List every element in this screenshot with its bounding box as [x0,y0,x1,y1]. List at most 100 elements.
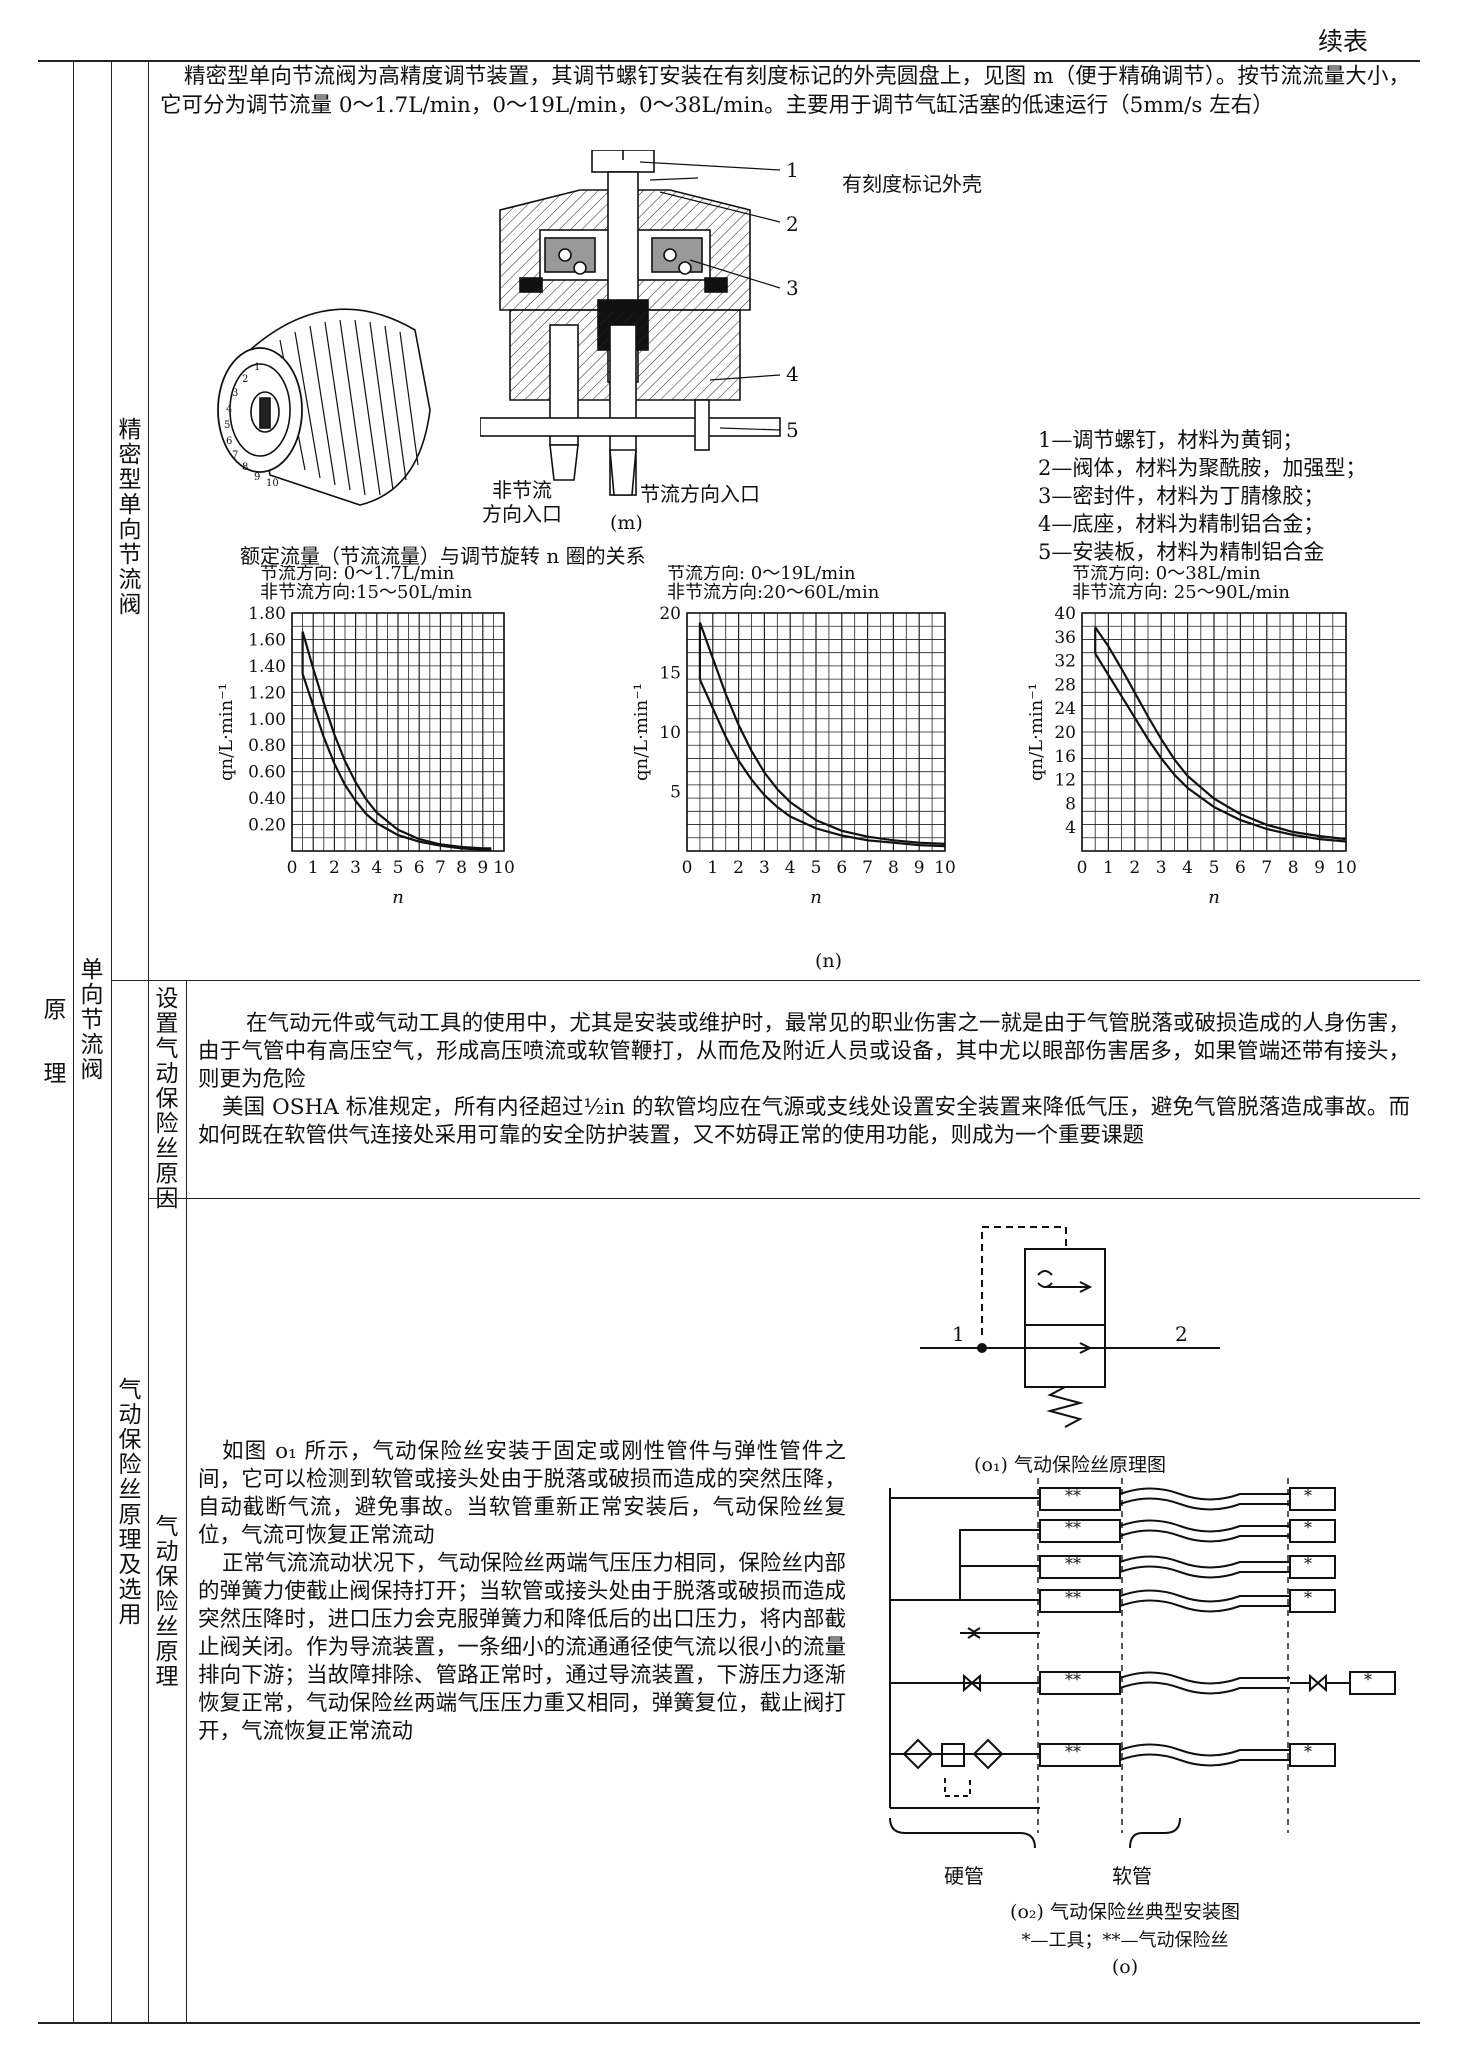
y-tick-label: 12 [1054,771,1076,791]
chart-subtitle: 节流方向: 0～19L/min [667,565,856,584]
o2-caption: (o₂) 气动保险丝典型安装图 [1010,1901,1240,1923]
fuse-mark: ** [1065,1518,1081,1537]
y-tick-label: 8 [1065,794,1076,814]
x-tick-label: 0 [287,858,298,878]
dial-number: 7 [232,450,238,461]
fuse-mark: ** [1065,1588,1081,1607]
x-tick-label: 10 [934,858,956,878]
x-tick-label: 8 [456,858,467,878]
fig-m-caption: (m) [610,512,643,534]
y-tick-label: 20 [1054,723,1076,743]
dial-number: 6 [226,436,232,447]
fuse-schematic-o1 [920,1226,1220,1428]
y-tick-label: 5 [670,783,681,803]
x-tick-label: 4 [1182,858,1193,878]
x-tick-label: 7 [862,858,873,878]
x-axis-label: n [810,887,822,908]
x-tick-label: 5 [811,858,822,878]
y-tick-label: 0.20 [248,816,286,836]
y-tick-label: 1.40 [248,657,286,677]
x-tick-label: 6 [414,858,425,878]
y-tick-label: 0.60 [248,763,286,783]
legend-item: 3—密封件，材料为丁腈橡胶； [1038,484,1325,508]
plot-frame [1081,612,1347,852]
precision-intro: 精密型单向节流阀为高精度调节装置，其调节螺钉安装在有刻度标记的外壳圆盘上，见图 … [160,64,1410,118]
non-throttle-inlet-label: 非节流 方向入口 [482,478,562,526]
table-bottom-rule [38,2022,1420,2024]
x-tick-label: 9 [1314,858,1325,878]
soft-pipe-label: 软管 [1112,1864,1152,1888]
inlet-line: 方向入口 [482,502,562,526]
y-tick-label: 16 [1054,747,1076,767]
callout-1: 1 [786,158,799,182]
shell-label: 有刻度标记外壳 [842,172,982,196]
o2-note: *—工具；**—气动保险丝 [1021,1930,1229,1951]
x-tick-label: 8 [888,858,899,878]
label-precision-valve: 精密型单向节流阀 [118,417,142,618]
legend-item: 2—阀体，材料为聚酰胺，加强型； [1038,456,1367,480]
y-tick-label: 0.80 [248,736,286,756]
y-tick-label: 4 [1065,818,1076,838]
callout-3: 3 [786,276,799,300]
y-tick-label: 0.40 [248,789,286,809]
callout-4: 4 [786,362,799,386]
x-tick-label: 7 [1261,858,1272,878]
row-rule-2 [148,1198,1420,1199]
x-axis-label: n [392,887,404,908]
row-rule-1 [111,980,1420,981]
y-axis-label: qn/L·min⁻¹ [216,683,237,781]
x-tick-label: 10 [1335,858,1357,878]
y-tick-label: 36 [1054,628,1076,648]
y-tick-label: 15 [659,664,681,684]
x-tick-label: 0 [1077,858,1088,878]
x-tick-label: 10 [493,858,515,878]
fuse-mark: ** [1065,1554,1081,1573]
label-fuse-reason: 设置气动保险丝原因 [155,986,179,1212]
series-line [698,622,946,845]
tool-mark: * [1304,1742,1312,1761]
o1-port-1: 1 [952,1322,965,1346]
chart-subtitle: 非节流方向:15～50L/min [260,582,473,603]
series-line [1094,626,1347,841]
x-tick-label: 1 [1103,858,1114,878]
y-tick-label: 28 [1054,675,1076,695]
plot-frame [291,612,505,852]
y-axis-label: qn/L·min⁻¹ [631,683,652,781]
tool-mark: * [1304,1486,1312,1505]
x-tick-label: 2 [1129,858,1140,878]
throttle-inlet-label: 节流方向入口 [640,482,760,506]
x-tick-label: 7 [435,858,446,878]
callout-2: 2 [786,212,799,236]
fuse-p2: 正常气流流动状况下，气动保险丝两端气压压力相同，保险丝内部的弹簧力使截止阀保持打… [198,1551,846,1744]
chart-subtitle: 非节流方向:20～60L/min [667,582,880,603]
reason-p1: 在气动元件或气动工具的使用中，尤其是安装或维护时，最常见的职业伤害之一就是由于气… [198,1011,1410,1092]
reason-p2: 美国 OSHA 标准规定，所有内径超过½in 的软管均应在气源或支线处设置安全装… [198,1095,1410,1148]
y-axis-label: qn/L·min⁻¹ [1026,683,1047,781]
x-tick-label: 4 [371,858,382,878]
series-line [301,631,492,850]
fuse-mark: ** [1065,1742,1081,1761]
x-tick-label: 1 [707,858,718,878]
plot-frame [686,612,946,852]
y-tick-label: 1.80 [248,604,286,624]
label-fuse-selection: 气动保险丝原理及选用 [118,1377,142,1628]
x-tick-label: 0 [682,858,693,878]
col-line-4 [186,980,187,2022]
label-principle: 原理 [43,997,67,1087]
x-tick-label: 5 [393,858,404,878]
o1-port-2: 2 [1175,1322,1188,1346]
chart-subtitle: 节流方向: 0～1.7L/min [260,565,455,584]
col-line-3 [148,60,149,2022]
series-line [301,673,492,851]
fuse-installation-o2 [889,1478,1396,1849]
y-tick-label: 24 [1054,699,1076,719]
x-tick-label: 2 [329,858,340,878]
fig-n-caption: (n) [815,950,843,972]
x-tick-label: 4 [785,858,796,878]
y-tick-label: 20 [659,604,681,624]
knob-illustration [217,308,431,506]
dial-number: 3 [232,388,238,399]
fuse-mark: ** [1065,1486,1081,1505]
dial-number: 9 [254,472,260,483]
